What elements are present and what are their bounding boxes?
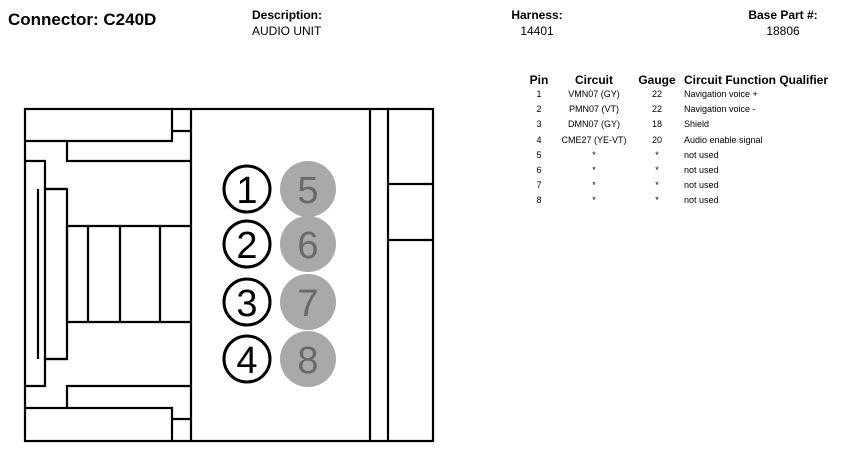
row-circuit: CME27 (YE-VT) bbox=[561, 134, 627, 145]
left-bracket-top bbox=[25, 109, 174, 143]
row-circuit: * bbox=[592, 149, 596, 160]
row-gauge: 20 bbox=[651, 134, 662, 145]
pin-number: 4 bbox=[236, 340, 257, 382]
row-function: not used bbox=[684, 165, 719, 176]
pin-number: 2 bbox=[236, 225, 257, 267]
header-function-qualifier: Circuit Function Qualifier bbox=[681, 72, 831, 87]
row-function: not used bbox=[684, 195, 719, 206]
pin-number: 1 bbox=[236, 170, 257, 212]
row-pin: 7 bbox=[536, 180, 542, 191]
pin-active bbox=[222, 334, 272, 384]
row-function: Audio enable signal bbox=[684, 134, 763, 145]
header-gauge: Gauge bbox=[638, 72, 676, 87]
row-gauge: * bbox=[655, 165, 659, 176]
pin-number: 3 bbox=[236, 283, 257, 325]
row-function: Navigation voice + bbox=[684, 89, 758, 99]
pin-active bbox=[222, 277, 272, 327]
left-bracket-bottom bbox=[25, 406, 174, 441]
table-row: 2 PMN07 (VT) 22 Navigation voice - bbox=[523, 102, 831, 117]
row-function: not used bbox=[684, 149, 719, 160]
row-pin: 3 bbox=[536, 119, 542, 130]
row-pin: 8 bbox=[536, 195, 542, 206]
pin-unused bbox=[280, 331, 336, 387]
harness-block: Harness: 14401 bbox=[505, 8, 569, 38]
row-circuit: * bbox=[592, 165, 596, 176]
row-pin: 5 bbox=[536, 149, 542, 160]
pin-unused bbox=[280, 216, 336, 272]
row-gauge: 18 bbox=[651, 119, 662, 130]
row-gauge: * bbox=[655, 149, 659, 160]
description-block: Description: AUDIO UNIT bbox=[252, 8, 322, 38]
harness-value: 14401 bbox=[520, 24, 554, 38]
row-pin: 2 bbox=[536, 104, 542, 115]
pin-number: 8 bbox=[297, 340, 318, 382]
harness-label: Harness: bbox=[511, 8, 563, 22]
table-row: 8 * * not used bbox=[523, 193, 831, 208]
table-row: 1 VMN07 (GY) 22 Navigation voice + bbox=[523, 87, 831, 102]
row-function: not used bbox=[684, 180, 719, 191]
table-row: 5 * * not used bbox=[523, 148, 831, 163]
table-row: 3 DMN07 (GY) 18 Shield bbox=[523, 117, 831, 132]
pin-active bbox=[222, 219, 272, 269]
pin-number: 6 bbox=[297, 225, 318, 267]
connector-title: Connector: C240D bbox=[8, 10, 157, 29]
header-pin: Pin bbox=[529, 72, 549, 87]
base-part-value: 18806 bbox=[766, 24, 800, 38]
row-gauge: 22 bbox=[651, 104, 662, 115]
row-circuit: VMN07 (GY) bbox=[568, 89, 620, 99]
pin-active bbox=[222, 164, 272, 214]
header-circuit: Circuit bbox=[574, 72, 613, 87]
header-qualifier: Qualifier bbox=[779, 72, 829, 87]
row-gauge: * bbox=[655, 180, 659, 191]
pin-number: 5 bbox=[297, 170, 318, 212]
pin-unused bbox=[280, 161, 336, 217]
pinout-header-row: Pin Circuit Gauge Circuit Function Quali… bbox=[523, 72, 831, 87]
row-pin: 4 bbox=[536, 134, 542, 145]
description-value: AUDIO UNIT bbox=[252, 24, 322, 38]
row-pin: 6 bbox=[536, 165, 542, 176]
row-function: Navigation voice - bbox=[684, 104, 756, 115]
row-pin: 1 bbox=[536, 89, 542, 99]
table-row: 4 CME27 (YE-VT) 20 Audio enable signal bbox=[523, 133, 831, 148]
row-circuit: * bbox=[592, 195, 596, 206]
row-circuit: * bbox=[592, 180, 596, 191]
header-function: Circuit Function bbox=[684, 72, 776, 87]
lock-tab bbox=[25, 159, 67, 191]
pinout-table: Pin Circuit Gauge Circuit Function Quali… bbox=[523, 72, 831, 209]
pin-unused bbox=[280, 274, 336, 330]
description-label: Description: bbox=[252, 8, 323, 22]
table-row: 7 * * not used bbox=[523, 178, 831, 193]
base-part-label: Base Part #: bbox=[748, 8, 818, 22]
pin-cavities: 1 2 3 4 5 6 7 8 bbox=[222, 161, 336, 387]
connector-outline bbox=[23, 107, 435, 443]
row-function: Shield bbox=[684, 119, 710, 130]
row-circuit: PMN07 (VT) bbox=[568, 104, 619, 115]
row-circuit: DMN07 (GY) bbox=[567, 119, 620, 130]
pin-number: 7 bbox=[297, 283, 318, 325]
base-part-block: Base Part #: 18806 bbox=[742, 8, 824, 38]
row-gauge: * bbox=[655, 195, 659, 206]
row-gauge: 22 bbox=[651, 89, 662, 99]
table-row: 6 * * not used bbox=[523, 163, 831, 178]
